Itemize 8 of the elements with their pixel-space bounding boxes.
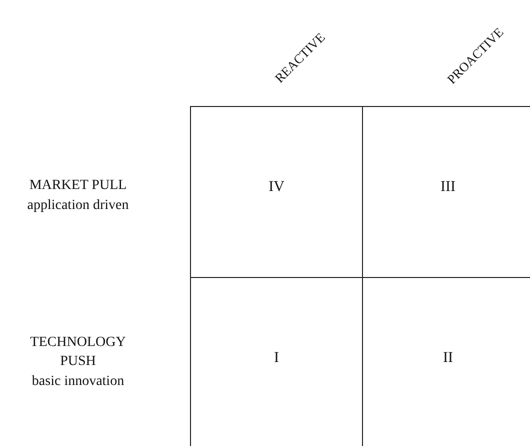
matrix-cell <box>190 106 363 278</box>
quadrant-number: III <box>440 179 456 196</box>
quadrant-number: I <box>273 350 280 367</box>
row-heading: application driven <box>26 197 130 215</box>
quadrant-number: IV <box>268 179 286 196</box>
row-heading: basic innovation <box>30 373 126 391</box>
quadrant-number: II <box>442 350 454 367</box>
row-heading: MARKET PULL <box>28 177 128 195</box>
